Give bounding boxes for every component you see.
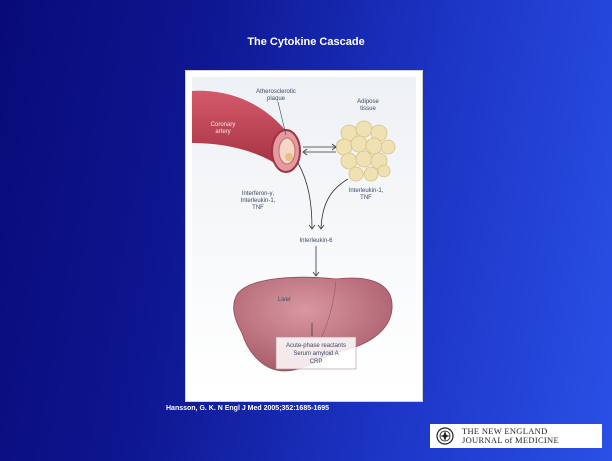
- artery-label-line1: Coronary: [211, 122, 236, 128]
- reactants-line3: CRP: [310, 359, 323, 365]
- reactants-line1: Acute-phase reactants: [286, 343, 346, 349]
- cytokine-cascade-figure: Atherosclerotic plaque Coronary artery A…: [185, 70, 423, 402]
- artery-label-line2: artery: [215, 129, 230, 135]
- nejm-line2: JOURNAL of MEDICINE: [462, 436, 559, 445]
- right-cytokines-line1: Interleukin-1,: [349, 188, 384, 194]
- cytokine-cascade-diagram: Atherosclerotic plaque Coronary artery A…: [186, 71, 422, 401]
- adipose-label-line1: Adipose: [357, 99, 379, 105]
- plaque-icon: [285, 153, 293, 161]
- left-cytokines-line2: Interleukin-1,: [241, 198, 276, 204]
- plaque-label-line2: plaque: [267, 96, 286, 102]
- reactants-line2: Serum amyloid A: [293, 351, 338, 357]
- left-cytokines-line1: Interferon-γ,: [242, 191, 275, 197]
- liver-label: Liver: [278, 297, 291, 303]
- citation: Hansson, G. K. N Engl J Med 2005;352:168…: [166, 405, 329, 412]
- right-cytokines-line2: TNF: [360, 195, 372, 201]
- nejm-wordmark: THE NEW ENGLAND JOURNAL of MEDICINE: [462, 427, 559, 445]
- nejm-seal-icon: [436, 427, 454, 445]
- plaque-label-line1: Atherosclerotic: [256, 89, 296, 95]
- slide-title: The Cytokine Cascade: [0, 36, 612, 48]
- interleukin-6-label: Interleukin-6: [299, 238, 333, 244]
- adipose-label-line2: tissue: [360, 106, 376, 112]
- left-cytokines-line3: TNF: [252, 205, 264, 211]
- nejm-logo: THE NEW ENGLAND JOURNAL of MEDICINE: [430, 424, 602, 448]
